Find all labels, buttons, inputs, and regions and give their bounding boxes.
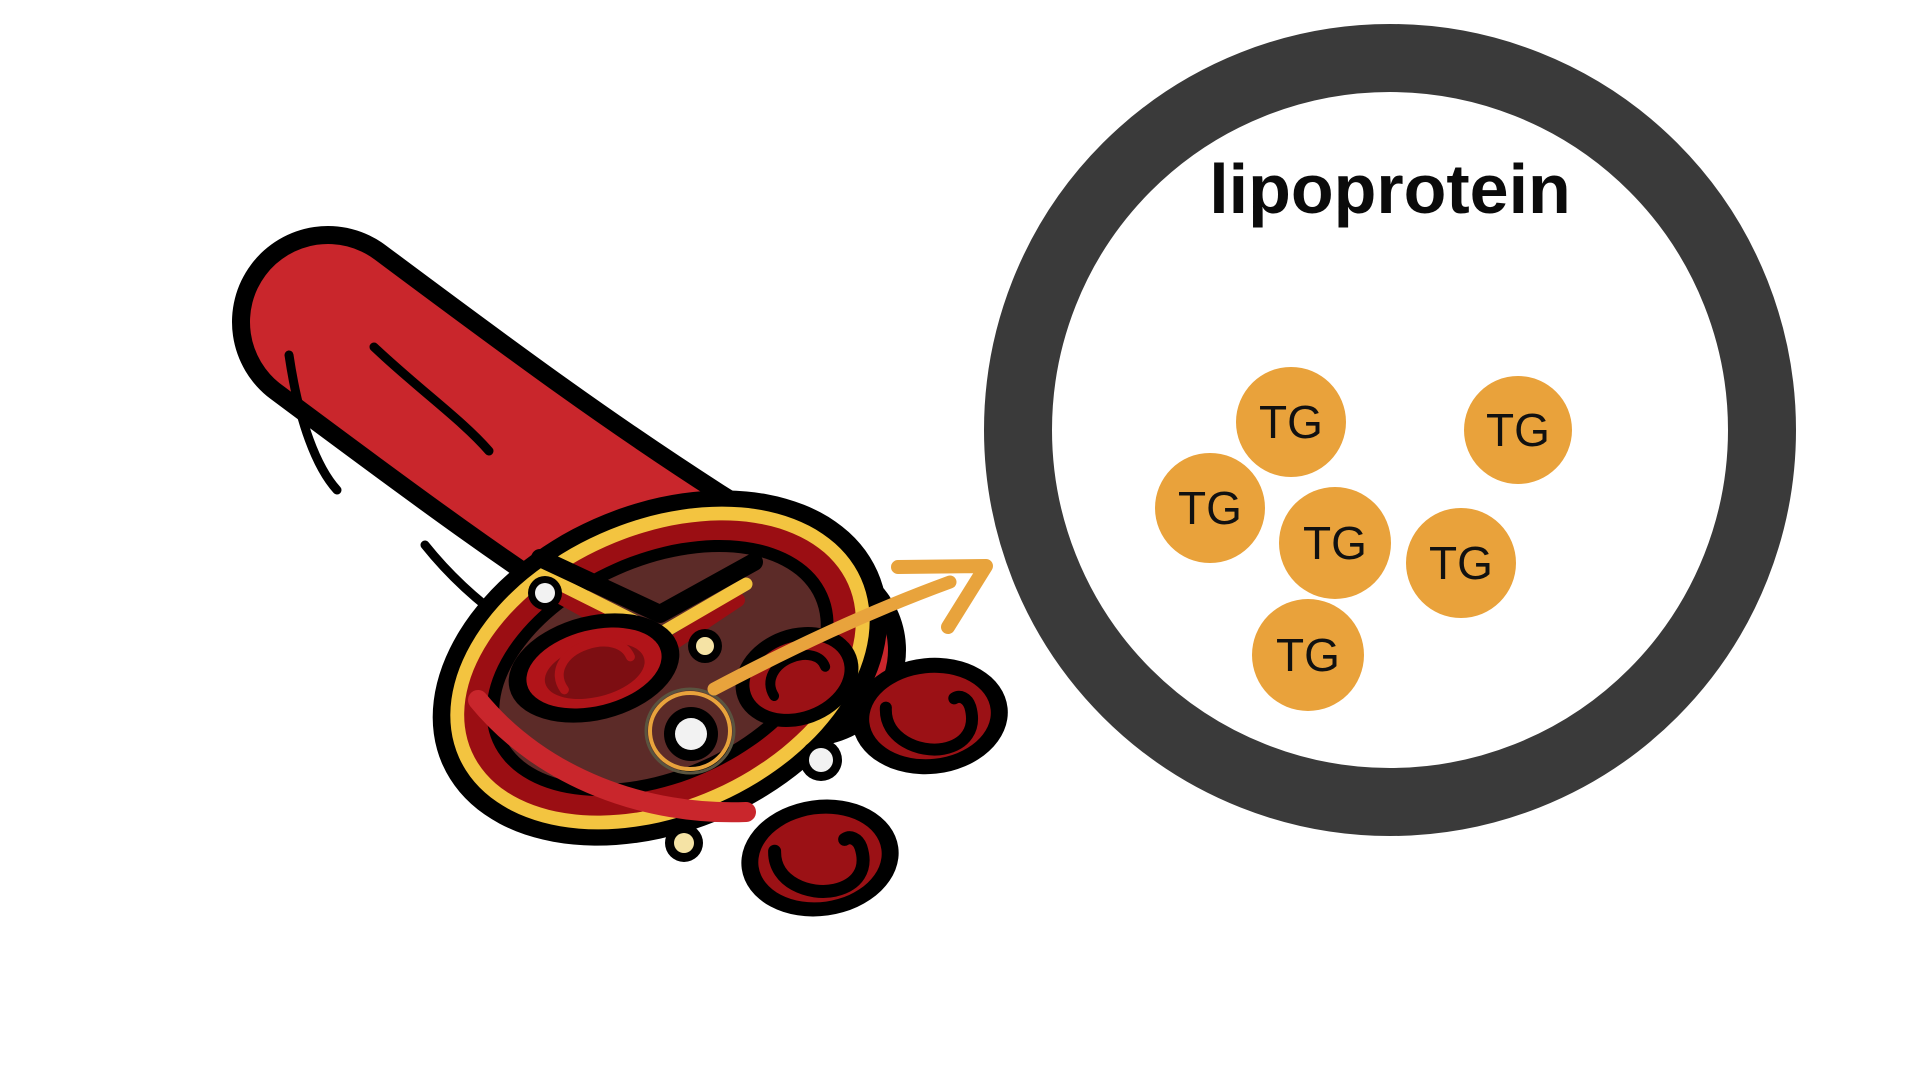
highlighted-lipoprotein-particle (644, 687, 736, 775)
tg-particle: TG (1406, 508, 1516, 618)
cell-swirl (765, 650, 831, 701)
tg-circle (1155, 453, 1265, 563)
lipoprotein-circle: lipoprotein TG TG TG TG TG TG (984, 24, 1796, 836)
tg-particle: TG (1464, 376, 1572, 484)
tg-label: TG (1259, 396, 1323, 448)
tg-particle: TG (1155, 453, 1265, 563)
tg-label: TG (1178, 482, 1242, 534)
red-blood-cell-in-lumen (508, 613, 680, 723)
tg-particle: TG (1236, 367, 1346, 477)
tg-particle: TG (1252, 599, 1364, 711)
vessel-accent-line (369, 342, 494, 456)
arrow-icon (707, 559, 993, 696)
lipoprotein-title: lipoprotein (1209, 150, 1571, 228)
red-blood-cell-right (852, 657, 1008, 775)
cell-swirl (554, 637, 635, 695)
tg-particle: TG (1279, 487, 1391, 599)
highlight-ring-outer (644, 687, 736, 775)
vessel-cut-face (432, 490, 888, 846)
tg-circle (1406, 508, 1516, 618)
tg-label: TG (1429, 537, 1493, 589)
tg-circle (1236, 367, 1346, 477)
particle-body (696, 637, 714, 655)
tg-label: TG (1486, 404, 1550, 456)
tg-circle (1464, 376, 1572, 484)
particle-body (535, 583, 555, 603)
tg-circle (1279, 487, 1391, 599)
lumen-cream-particle (688, 629, 722, 663)
arrow-shaft (707, 575, 957, 696)
particle-body (674, 833, 694, 853)
cell-swirl (879, 690, 978, 756)
cell-swirl (768, 831, 870, 898)
tg-circle (1252, 599, 1364, 711)
cut-notch-outline (531, 549, 763, 623)
cut-rim-red-stripe (468, 690, 756, 823)
floating-white-particle (800, 739, 842, 781)
lipoprotein-ring (984, 24, 1796, 836)
arrow-head (891, 559, 993, 634)
red-blood-cell-bottom (741, 799, 899, 917)
lumen-white-particle (528, 576, 562, 610)
particle-body (675, 718, 707, 750)
particle-body (809, 748, 833, 772)
highlight-ring (648, 691, 732, 771)
floating-cream-particle (665, 824, 703, 862)
vessel-accent-line (284, 350, 342, 495)
blood-vessel-illustration (232, 226, 1008, 917)
tg-label: TG (1276, 629, 1340, 681)
tg-label: TG (1303, 517, 1367, 569)
